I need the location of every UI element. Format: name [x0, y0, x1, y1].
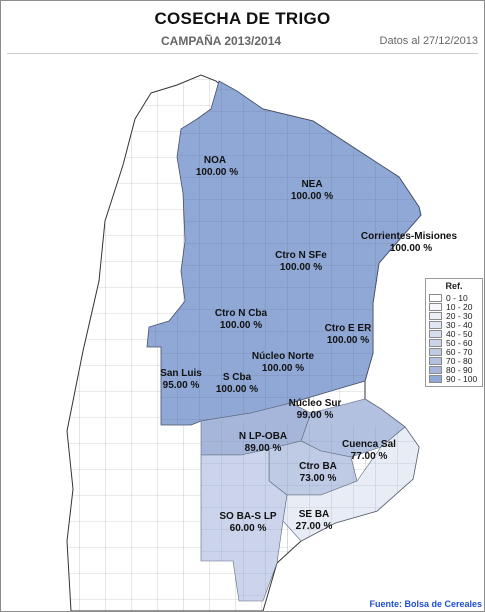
region-nucleo-sur-value: 99.00 %: [297, 410, 334, 421]
legend-item: 80 - 90: [429, 364, 479, 375]
legend-label: 90 - 100: [446, 373, 478, 384]
region-so-ba-s-lp-name: SO BA-S LP: [219, 511, 277, 522]
header-divider: [7, 53, 478, 54]
legend-item: 40 - 50: [429, 328, 479, 339]
region-nea-value: 100.00 %: [291, 191, 333, 202]
legend-item: 20 - 30: [429, 310, 479, 321]
region-noa-name: NOA: [204, 155, 226, 166]
region-san-luis-value: 95.00 %: [163, 380, 200, 391]
legend-label: 10 - 20: [446, 301, 473, 312]
legend-swatch: [429, 329, 442, 338]
legend-swatch: [429, 356, 442, 365]
region-ctro-n-sfe-value: 100.00 %: [280, 262, 322, 273]
region-ctro-n-cba-value: 100.00 %: [220, 320, 262, 331]
region-cuenca-sal-value: 77.00 %: [351, 451, 388, 462]
legend-swatch: [429, 374, 442, 383]
campaign-label: CAMPAÑA 2013/2014: [161, 34, 282, 48]
legend-label: 60 - 70: [446, 346, 473, 357]
region-n-lp-oba-value: 89.00 %: [245, 443, 282, 454]
region-ctro-e-er-name: Ctro E ER: [325, 323, 372, 334]
region-n-lp-oba-name: N LP-OBA: [239, 431, 287, 442]
legend-item: 90 - 100: [429, 373, 479, 384]
legend-swatch: [429, 320, 442, 329]
legend-label: 40 - 50: [446, 328, 473, 339]
legend-label: 30 - 40: [446, 319, 473, 330]
legend-label: 0 - 10: [446, 292, 468, 303]
region-se-ba-name: SE BA: [299, 509, 330, 520]
legend-item: 50 - 60: [429, 337, 479, 348]
data-date: Datos al 27/12/2013: [379, 35, 478, 47]
region-nucleo-sur-name: Núcleo Sur: [289, 398, 342, 409]
source-credit: Fuente: Bolsa de Cereales: [369, 599, 482, 609]
legend-title: Ref.: [445, 281, 463, 291]
region-nucleo-norte-name: Núcleo Norte: [252, 351, 315, 362]
region-corrientes-misiones-name: Corrientes-Misiones: [361, 231, 458, 242]
region-s-cba-value: 100.00 %: [216, 384, 258, 395]
legend-label: 80 - 90: [446, 364, 473, 375]
region-s-cba-name: S Cba: [223, 372, 252, 383]
legend-item: 30 - 40: [429, 319, 479, 330]
region-san-luis-name: San Luis: [160, 368, 202, 379]
region-nucleo-norte-value: 100.00 %: [262, 363, 304, 374]
region-so-ba-s-lp-value: 60.00 %: [230, 523, 267, 534]
region-ctro-ba-value: 73.00 %: [300, 473, 337, 484]
region-ctro-ba-name: Ctro BA: [299, 461, 337, 472]
region-ctro-n-cba-name: Ctro N Cba: [215, 308, 268, 319]
region-cuenca-sal-name: Cuenca Sal: [342, 439, 396, 450]
legend-label: 50 - 60: [446, 337, 473, 348]
map-title: COSECHA DE TRIGO: [154, 9, 331, 28]
region-noa-value: 100.00 %: [196, 167, 238, 178]
argentina-wheat-map: NOA 100.00 % NEA 100.00 % Corrientes-Mis…: [66, 74, 458, 611]
legend-label: 20 - 30: [446, 310, 473, 321]
legend-swatch: [429, 311, 442, 320]
legend-item: 0 - 10: [429, 292, 479, 303]
legend-item: 10 - 20: [429, 301, 479, 312]
legend-item: 60 - 70: [429, 346, 479, 357]
legend-swatch: [429, 338, 442, 347]
region-se-ba-value: 27.00 %: [296, 521, 333, 532]
legend-swatch: [429, 293, 442, 302]
region-ctro-e-er-value: 100.00 %: [327, 335, 369, 346]
legend-swatch: [429, 302, 442, 311]
legend-swatch: [429, 365, 442, 374]
legend-label: 70 - 80: [446, 355, 473, 366]
legend-item: 70 - 80: [429, 355, 479, 366]
region-nea-name: NEA: [301, 179, 322, 190]
legend-swatch: [429, 347, 442, 356]
region-corrientes-misiones-value: 100.00 %: [390, 243, 432, 254]
region-ctro-n-sfe-name: Ctro N SFe: [275, 250, 327, 261]
